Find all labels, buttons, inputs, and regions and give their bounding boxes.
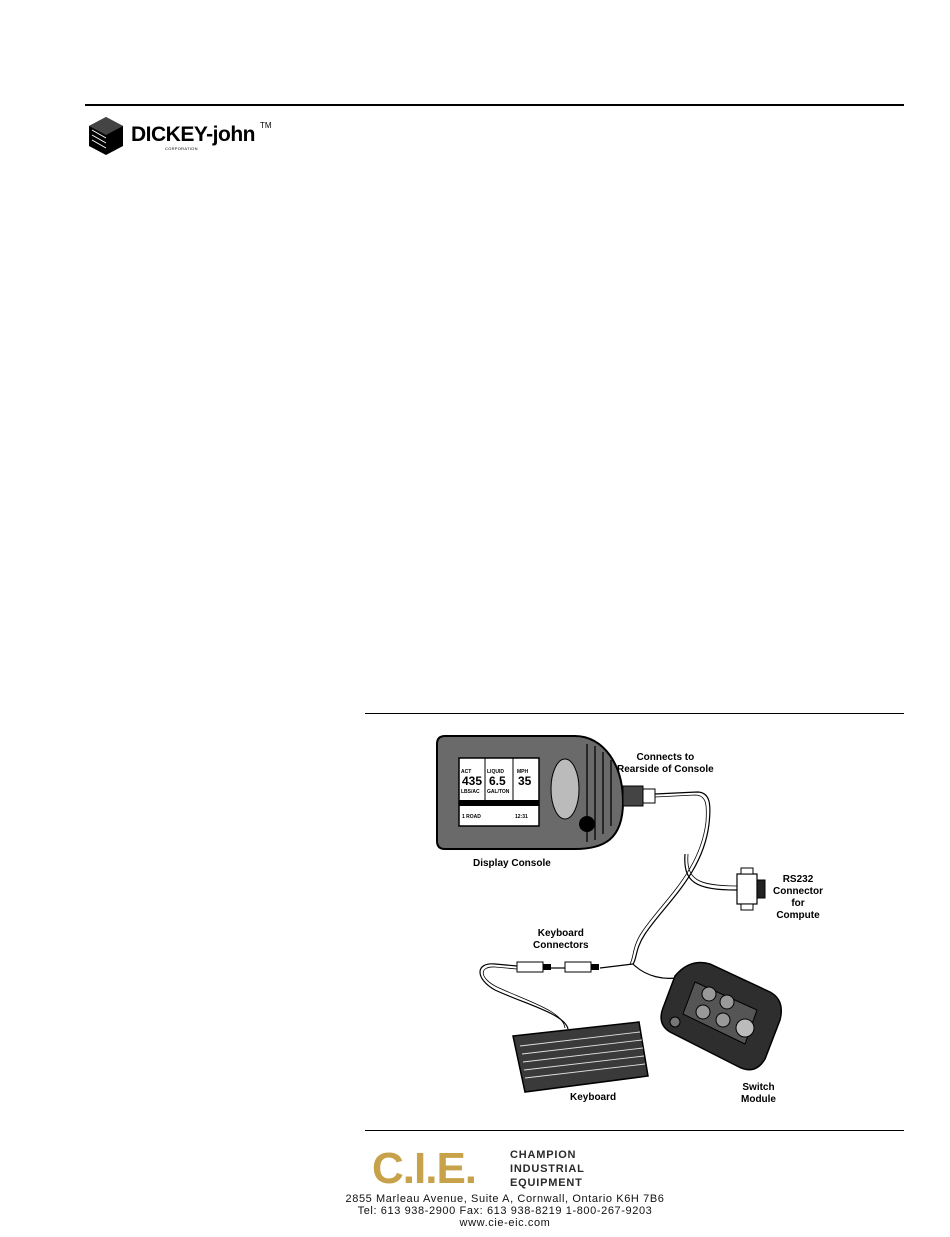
screen-cell1-bottom: LBS/AC (461, 789, 480, 795)
brand-subtitle: CORPORATION (165, 146, 198, 151)
cie-logo-letters: C.I.E. (372, 1144, 477, 1193)
cie-logo-line1: CHAMPION (510, 1149, 577, 1161)
cie-footer: C.I.E. CHAMPION INDUSTRIAL EQUIPMENT 285… (330, 1145, 710, 1235)
display-console-drawing (436, 735, 625, 850)
screen-cell2-top: LIQUID (487, 769, 504, 775)
label-rs232-connector: RS232 Connector for Compute (773, 874, 823, 921)
screen-cell2-value: 6.5 (489, 774, 506, 788)
rs232-cable-inner (687, 853, 738, 887)
rs232-connector-drawing (736, 867, 766, 911)
figure-top-rule (365, 713, 904, 714)
label-connects-rearside: Connects to Rearside of Console (617, 752, 714, 775)
diagram-drawing (436, 735, 782, 1093)
screen-cell3-top: MPH (517, 769, 529, 775)
screen-cell3-value: 35 (518, 774, 532, 788)
cie-phones: Tel: 613 938-2900 Fax: 613 938-8219 1-80… (357, 1205, 653, 1217)
screen-cell2-bottom: GAL/TON (487, 789, 510, 795)
switch-module-drawing (660, 961, 782, 1071)
rs232-cable (684, 853, 738, 891)
screen-status-left: 1 ROAD (462, 814, 481, 820)
figure-bottom-rule (365, 1130, 904, 1131)
main-cable-inner (629, 794, 707, 965)
label-switch-module: Switch Module (741, 1082, 776, 1105)
label-keyboard: Keyboard (570, 1092, 617, 1103)
screen-cell1-value: 435 (462, 774, 483, 788)
cie-website: www.cie-eic.com (459, 1217, 551, 1229)
label-display-console: Display Console (473, 858, 551, 869)
keyboard-cable-left-inner (482, 966, 566, 1029)
cie-logo-line3: EQUIPMENT (510, 1177, 583, 1189)
hexagon-logo-icon (89, 117, 123, 155)
brand-name: DICKEY-john (131, 123, 256, 146)
cie-logo-line2: INDUSTRIAL (510, 1163, 585, 1175)
header-rule (85, 104, 904, 106)
keyboard-connectors-drawing (516, 961, 599, 973)
keyboard-cable-right (599, 963, 634, 969)
main-cable (632, 791, 711, 965)
keyboard-drawing (512, 1021, 649, 1093)
system-diagram: ACT 435 LBS/AC LIQUID 6.5 GAL/TON MPH 35… (365, 714, 904, 1130)
label-keyboard-connectors: Keyboard Connectors (533, 928, 589, 951)
cie-address: 2855 Marleau Avenue, Suite A, Cornwall, … (345, 1193, 665, 1205)
screen-cell1-top: ACT (461, 769, 472, 775)
keyboard-cable-left (479, 963, 569, 1030)
brand-trademark: TM (260, 121, 272, 130)
dickey-john-logo: DICKEY-john TM CORPORATION (86, 116, 276, 156)
screen-status-right: 12:31 (515, 814, 528, 820)
console-rear-connector (622, 785, 656, 807)
